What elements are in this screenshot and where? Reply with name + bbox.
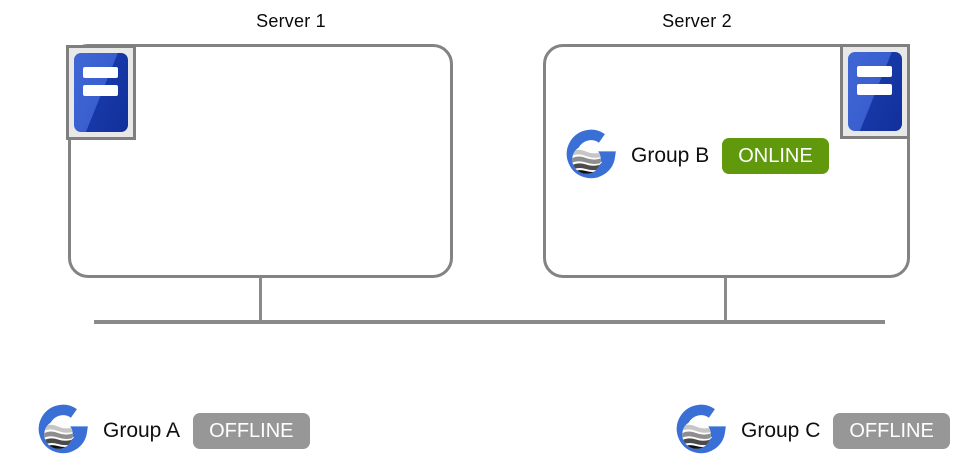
server-tower-icon bbox=[66, 45, 136, 140]
group-c-status-badge: OFFLINE bbox=[833, 413, 950, 449]
group-a-status-badge: OFFLINE bbox=[193, 413, 310, 449]
group-b-row: Group B ONLINE bbox=[562, 128, 829, 184]
group-c-label: Group C bbox=[741, 419, 821, 442]
server-tower-glyph bbox=[848, 52, 902, 131]
server-tower-glyph bbox=[74, 53, 128, 132]
group-c-row: Group C OFFLINE bbox=[672, 403, 950, 459]
network-bus-line bbox=[94, 320, 885, 324]
server1-title: Server 1 bbox=[256, 11, 326, 31]
group-a-label: Group A bbox=[103, 419, 181, 442]
server2-title: Server 2 bbox=[662, 11, 732, 31]
server1-connector-line bbox=[259, 277, 262, 322]
group-b-status-badge: ONLINE bbox=[722, 138, 829, 174]
group-logo-icon bbox=[676, 404, 726, 454]
group-logo-icon bbox=[38, 404, 88, 454]
server2-connector-line bbox=[724, 277, 727, 322]
server-tower-icon bbox=[840, 44, 910, 139]
group-b-label: Group B bbox=[631, 144, 710, 167]
group-a-row: Group A OFFLINE bbox=[34, 403, 310, 459]
group-logo-icon bbox=[566, 129, 616, 179]
